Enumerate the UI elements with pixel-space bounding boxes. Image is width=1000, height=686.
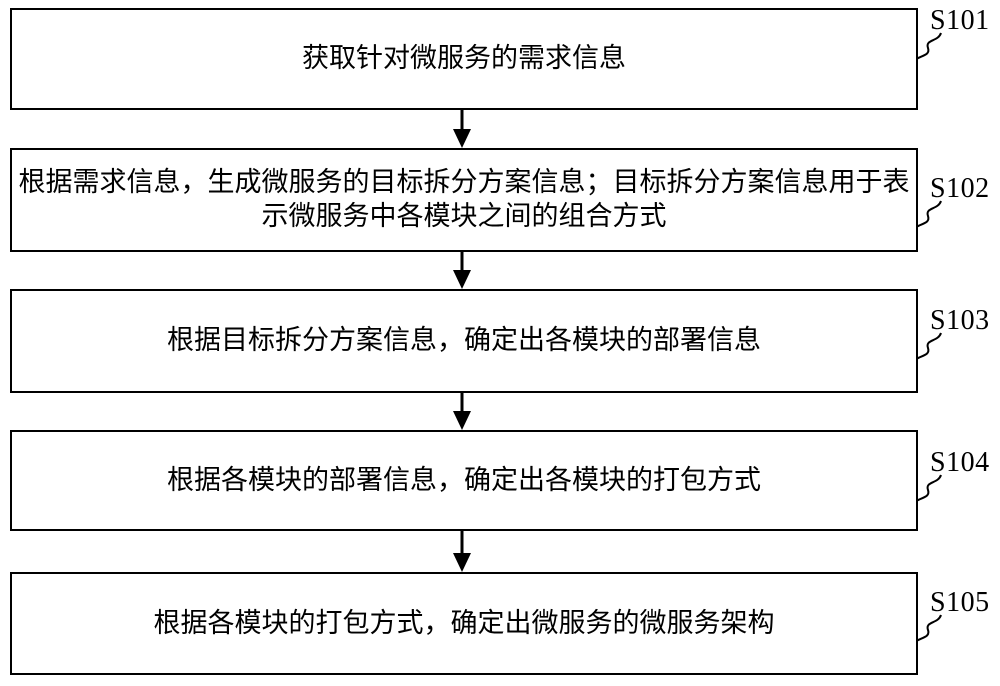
step-box-s104: 根据各模块的部署信息，确定出各模块的打包方式 bbox=[10, 430, 918, 531]
step-box-s105: 根据各模块的打包方式，确定出微服务的微服务架构 bbox=[10, 572, 918, 675]
step-box-s103: 根据目标拆分方案信息，确定出各模块的部署信息 bbox=[10, 289, 918, 393]
step-text-s101: 获取针对微服务的需求信息 bbox=[302, 43, 626, 74]
step-text-s102: 根据需求信息，生成微服务的目标拆分方案信息；目标拆分方案信息用于表示微服务中各模… bbox=[18, 167, 910, 231]
step-box-s101: 获取针对微服务的需求信息 bbox=[10, 8, 918, 110]
step-label-s101: S101 bbox=[930, 5, 990, 36]
step-text-s105: 根据各模块的打包方式，确定出微服务的微服务架构 bbox=[153, 607, 775, 638]
step-text-s103: 根据目标拆分方案信息，确定出各模块的部署信息 bbox=[167, 325, 761, 356]
flow-arrow-1 bbox=[453, 108, 471, 148]
step-label-s104: S104 bbox=[930, 447, 990, 478]
step-label-s103: S103 bbox=[930, 305, 990, 336]
flow-arrow-3 bbox=[453, 391, 471, 430]
step-box-s102: 根据需求信息，生成微服务的目标拆分方案信息；目标拆分方案信息用于表示微服务中各模… bbox=[10, 148, 918, 252]
step-text-s104: 根据各模块的部署信息，确定出各模块的打包方式 bbox=[167, 464, 761, 495]
flow-arrow-2 bbox=[453, 250, 471, 289]
step-label-s105: S105 bbox=[930, 587, 990, 618]
flow-arrow-4 bbox=[453, 529, 471, 572]
step-label-s102: S102 bbox=[930, 173, 990, 204]
